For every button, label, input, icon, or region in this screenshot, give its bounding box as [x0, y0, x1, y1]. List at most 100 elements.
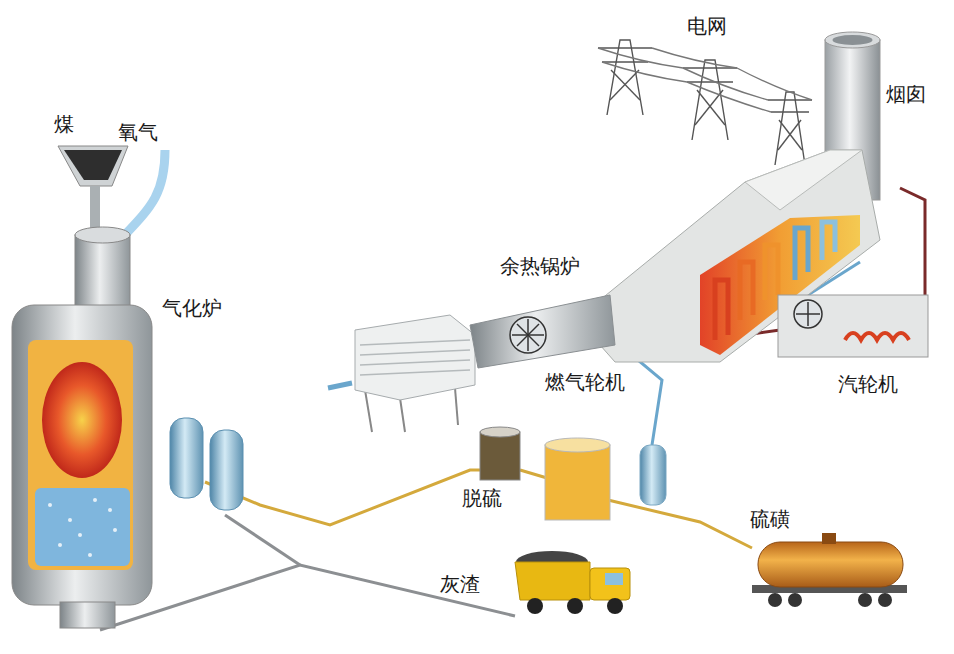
power-towers [598, 40, 812, 165]
steam-turbine [845, 333, 909, 340]
component-label: 灰渣 [438, 572, 482, 596]
power-towers [598, 48, 768, 100]
gas-turbine [517, 324, 539, 346]
steam-turbine [796, 302, 820, 326]
pipe-lines [225, 515, 300, 565]
desulfurization-tanks [545, 445, 610, 520]
ash-truck [607, 598, 623, 614]
ash-truck [527, 598, 543, 614]
power-towers [602, 62, 771, 112]
gas-turbine [512, 319, 544, 351]
power-towers [768, 99, 812, 100]
component-label: 脱硫 [460, 486, 504, 510]
ash-truck [515, 551, 630, 614]
component-label: 煤 [52, 112, 76, 136]
gasifier [113, 528, 117, 532]
ash-truck [590, 568, 630, 600]
gasifier [58, 146, 128, 186]
heat-recovery-boiler [765, 245, 778, 300]
ash-truck [567, 598, 583, 614]
power-towers [775, 92, 805, 165]
heat-recovery-boiler [795, 228, 808, 280]
power-towers [652, 48, 812, 100]
pipe-lines [100, 565, 515, 630]
gasifier [12, 146, 152, 628]
gasifier [42, 362, 122, 478]
power-towers [692, 60, 728, 140]
power-towers [611, 70, 640, 100]
steam-turbine [778, 295, 928, 357]
gasifier [48, 498, 117, 557]
power-towers [598, 47, 652, 48]
chimney [833, 35, 873, 45]
air-filter [328, 315, 475, 432]
air-filter [360, 350, 470, 355]
power-towers [610, 70, 639, 100]
gasifier [88, 553, 92, 557]
gasifier [28, 340, 133, 570]
sulfur-railcar [822, 533, 836, 544]
component-label: 氧气 [116, 120, 160, 144]
gasifier [60, 602, 115, 628]
desulfurization-tanks [480, 432, 520, 480]
sulfur-railcar [878, 593, 892, 607]
sulfur-railcar [768, 593, 782, 607]
sulfur-railcar [752, 533, 907, 607]
gasifier [58, 543, 62, 547]
gas-turbine [510, 317, 546, 353]
ash-truck [605, 573, 623, 585]
scrubber-vessels [210, 430, 243, 510]
air-filter [328, 383, 352, 388]
steam-turbine [794, 300, 822, 328]
steam-turbine [807, 302, 809, 326]
component-label: 烟囱 [884, 82, 928, 106]
power-towers [607, 40, 643, 115]
gasifier [93, 498, 97, 502]
gasifier [78, 533, 82, 537]
component-label: 电网 [685, 14, 729, 38]
gasifier [68, 518, 72, 522]
sulfur-railcar [858, 593, 872, 607]
air-filter [400, 398, 405, 432]
power-towers [771, 111, 809, 112]
gas-turbine [470, 295, 615, 368]
chimney [825, 32, 880, 48]
gasifier [75, 235, 130, 307]
desulfurization-tanks [480, 427, 666, 520]
sulfur-railcar [788, 593, 802, 607]
gasifier [35, 488, 130, 566]
heat-recovery-boiler [715, 280, 728, 340]
power-towers [778, 120, 801, 150]
gas-turbine [470, 295, 615, 368]
air-filter [360, 360, 470, 365]
sulfur-railcar [758, 542, 903, 587]
pipe-lines [100, 150, 925, 630]
air-filter [365, 390, 372, 432]
pipe-lines [520, 470, 547, 478]
air-filter [360, 370, 470, 375]
scrubber-vessels [170, 418, 243, 510]
gasifier [75, 227, 130, 243]
gas-turbine [517, 324, 539, 346]
air-filter [360, 340, 470, 375]
component-label: 燃气轮机 [543, 370, 627, 394]
desulfurization-tanks [545, 438, 610, 452]
ash-truck [515, 562, 590, 600]
heat-recovery-boiler [715, 222, 835, 340]
pipe-lines [205, 470, 482, 525]
air-filter [360, 340, 470, 345]
gasifier [64, 150, 122, 180]
air-filter [455, 388, 458, 425]
component-label: 气化炉 [160, 296, 224, 320]
pipe-lines [900, 188, 925, 300]
desulfurization-tanks [480, 427, 520, 437]
pipe-lines [120, 150, 165, 240]
heat-recovery-boiler [745, 150, 862, 210]
power-towers [602, 61, 648, 62]
power-towers [683, 67, 737, 68]
gasifier [48, 503, 52, 507]
component-label: 余热锅炉 [498, 254, 582, 278]
